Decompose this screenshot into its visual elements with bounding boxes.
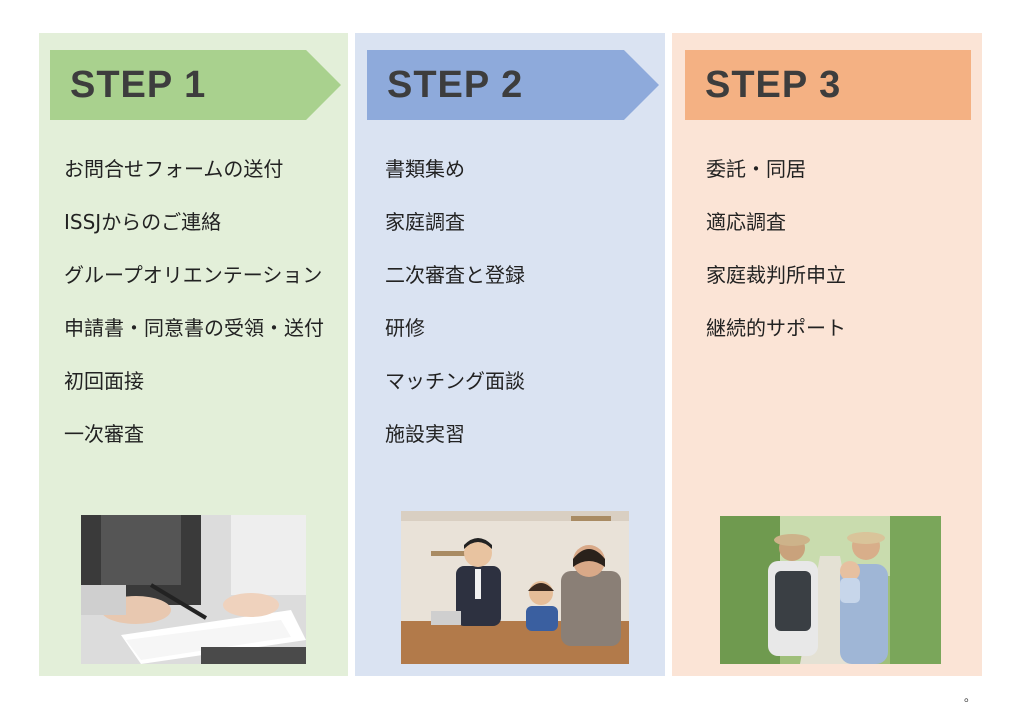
step3-item: 適応調査	[706, 210, 786, 234]
step2-item: マッチング面談	[385, 369, 525, 393]
step2-item: 家庭調査	[385, 210, 465, 234]
step3-heading: STEP 3	[685, 50, 971, 120]
step1-item: ISSJからのご連絡	[64, 210, 222, 234]
step1-heading: STEP 1	[50, 50, 341, 120]
step2-item: 施設実習	[385, 422, 465, 446]
family-meeting-photo	[401, 511, 629, 664]
step2-item: 書類集め	[385, 157, 465, 181]
footnote-mark: 。	[964, 690, 977, 704]
step2-heading: STEP 2	[367, 50, 659, 120]
step1-item: グループオリエンテーション	[64, 263, 323, 287]
parent-carrying-child-photo	[720, 516, 941, 664]
step1-item: 申請書・同意書の受領・送付	[64, 316, 324, 340]
document-signing-photo	[81, 515, 306, 664]
step3-item-list: 委託・同居 適応調査 家庭裁判所申立 継続的サポート	[706, 154, 846, 366]
step3-panel: STEP 3 委託・同居 適応調査 家庭裁判所申立 継続的サポート	[672, 33, 982, 676]
step1-panel: STEP 1 お問合せフォームの送付 ISSJからのご連絡 グループオリエンテー…	[39, 33, 348, 676]
step1-item: 一次審査	[64, 422, 144, 446]
step2-item: 二次審査と登録	[385, 263, 525, 287]
step1-item: お問合せフォームの送付	[64, 157, 284, 181]
step2-item-list: 書類集め 家庭調査 二次審査と登録 研修 マッチング面談 施設実習	[385, 154, 525, 472]
step1-item-list: お問合せフォームの送付 ISSJからのご連絡 グループオリエンテーション 申請書…	[64, 154, 324, 472]
step2-item: 研修	[385, 316, 425, 340]
step3-item: 家庭裁判所申立	[706, 263, 846, 287]
step3-item: 継続的サポート	[706, 316, 846, 340]
step2-panel: STEP 2 書類集め 家庭調査 二次審査と登録 研修 マッチング面談 施設実習	[355, 33, 665, 676]
step3-item: 委託・同居	[706, 157, 806, 181]
step1-item: 初回面接	[64, 369, 144, 393]
